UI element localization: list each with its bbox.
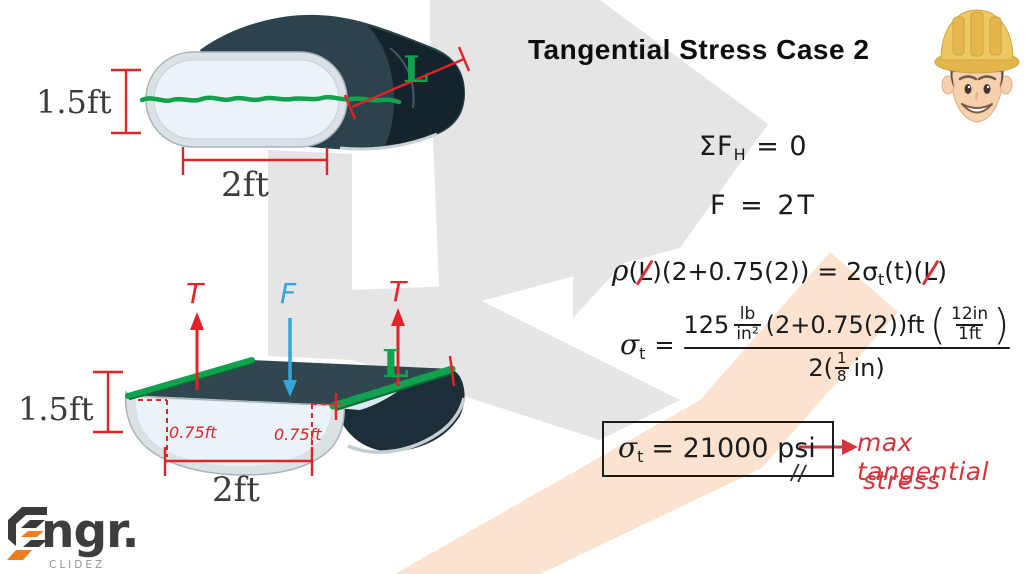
tension-left-label: T	[186, 277, 205, 310]
width-dimension-top	[181, 147, 329, 175]
eq3-middle: (2+0.75(2)) = 2σ	[661, 257, 878, 286]
height-dimension-bottom	[93, 370, 123, 434]
cut-edge-right-shadow	[334, 371, 454, 412]
answer-value: = 21000 psi	[651, 433, 816, 464]
end-cap-rim-line	[389, 47, 415, 109]
watermark-logo-shape	[268, 0, 898, 574]
stress-fraction: 125 lb in² (2+0.75(2))ft ( 12in 1ft ) 2(…	[683, 300, 1010, 386]
bottom-height-label: 1.5ft	[18, 390, 94, 428]
logo-brand-text: ngr.	[41, 504, 139, 559]
bottom-width-label: 2ft	[212, 470, 260, 510]
equation-force-balance: F = 2T	[710, 190, 817, 221]
unit-conversion-fraction: 12in 1ft	[951, 304, 989, 344]
offset-right-label: 0.75ft	[274, 425, 322, 444]
bottom-tank-diagram: 0.75ft 0.75ft T F T L	[18, 275, 466, 510]
pressure-units-fraction: lb in²	[734, 304, 761, 344]
eq3-sigma-subscript: t	[877, 270, 885, 289]
eq1-subscript: H	[733, 145, 747, 164]
height-dimension-top	[111, 68, 141, 135]
crossed-L-left: (L)	[628, 257, 662, 286]
eq1-lhs: ΣF	[699, 131, 734, 162]
geometry-term: (2+0.75(2))ft	[765, 310, 925, 339]
offset-left-label: 0.75ft	[169, 423, 217, 442]
force-arrow	[283, 318, 297, 397]
equals-sign: =	[654, 331, 675, 360]
tank-end-cap	[368, 26, 464, 145]
equation-equilibrium: ρ(L)(2+0.75(2)) = 2σt(t)(L)	[612, 254, 947, 289]
cut-edge-left	[125, 357, 255, 399]
fraction-bar	[683, 346, 1010, 350]
top-width-label: 2ft	[221, 165, 269, 205]
fraction-denominator: 2( 1 8 in)	[808, 349, 885, 386]
tension-arrow-left	[190, 312, 204, 390]
page-title: Tangential Stress Case 2	[528, 34, 870, 65]
tension-right-label: T	[389, 275, 408, 308]
half-front-interior	[135, 398, 331, 466]
annotation-line2: stress	[863, 466, 941, 495]
answer-sigma: σt	[618, 431, 644, 466]
eq1-rhs: = 0	[746, 131, 808, 162]
tank-bottom-rim-highlight	[339, 132, 438, 151]
annotation-line1: max tangential	[857, 428, 990, 486]
length-dimension-top	[343, 46, 471, 120]
top-tank-diagram: 1.5ft 2ft L	[36, 14, 471, 205]
answer-box: σt = 21000 psi	[602, 421, 834, 477]
pressure-value: 125	[683, 310, 730, 339]
close-paren: )	[993, 300, 1010, 349]
force-label: F	[280, 277, 297, 310]
one-eighth-fraction: 1 8	[834, 349, 849, 386]
engineer-avatar-icon	[934, 9, 1020, 123]
sigma-t-symbol: σt	[620, 328, 646, 364]
side-bottom-rim-highlight	[347, 397, 466, 454]
half-tank-side-face	[335, 369, 465, 452]
cut-edge-left-shadow	[128, 361, 254, 401]
bottom-length-label: L	[382, 341, 409, 386]
logo-icon	[7, 507, 47, 560]
crossed-L-right: (L)	[913, 257, 947, 286]
eq3-thickness: (t)	[884, 257, 914, 286]
fraction-numerator: 125 lb in² (2+0.75(2))ft ( 12in 1ft )	[683, 300, 1010, 349]
top-height-label: 1.5ft	[36, 83, 112, 121]
pressure-symbol: ρ	[612, 254, 629, 287]
watermark-orange-band	[395, 252, 898, 574]
equation-stress-calculation: σt = 125 lb in² (2+0.75(2))ft ( 12in 1ft…	[620, 300, 1010, 386]
length-tick-right	[448, 355, 456, 387]
open-paren: (	[929, 300, 947, 349]
cut-edge-right	[329, 365, 456, 410]
top-length-label: L	[403, 49, 428, 91]
width-dimension-bottom	[163, 447, 314, 476]
tension-arrow-right	[391, 308, 405, 386]
equation-sum-forces: ΣFH = 0	[699, 131, 808, 164]
logo-subtitle-text: CLIDEZ	[49, 559, 106, 571]
answer-arrow	[799, 439, 858, 455]
